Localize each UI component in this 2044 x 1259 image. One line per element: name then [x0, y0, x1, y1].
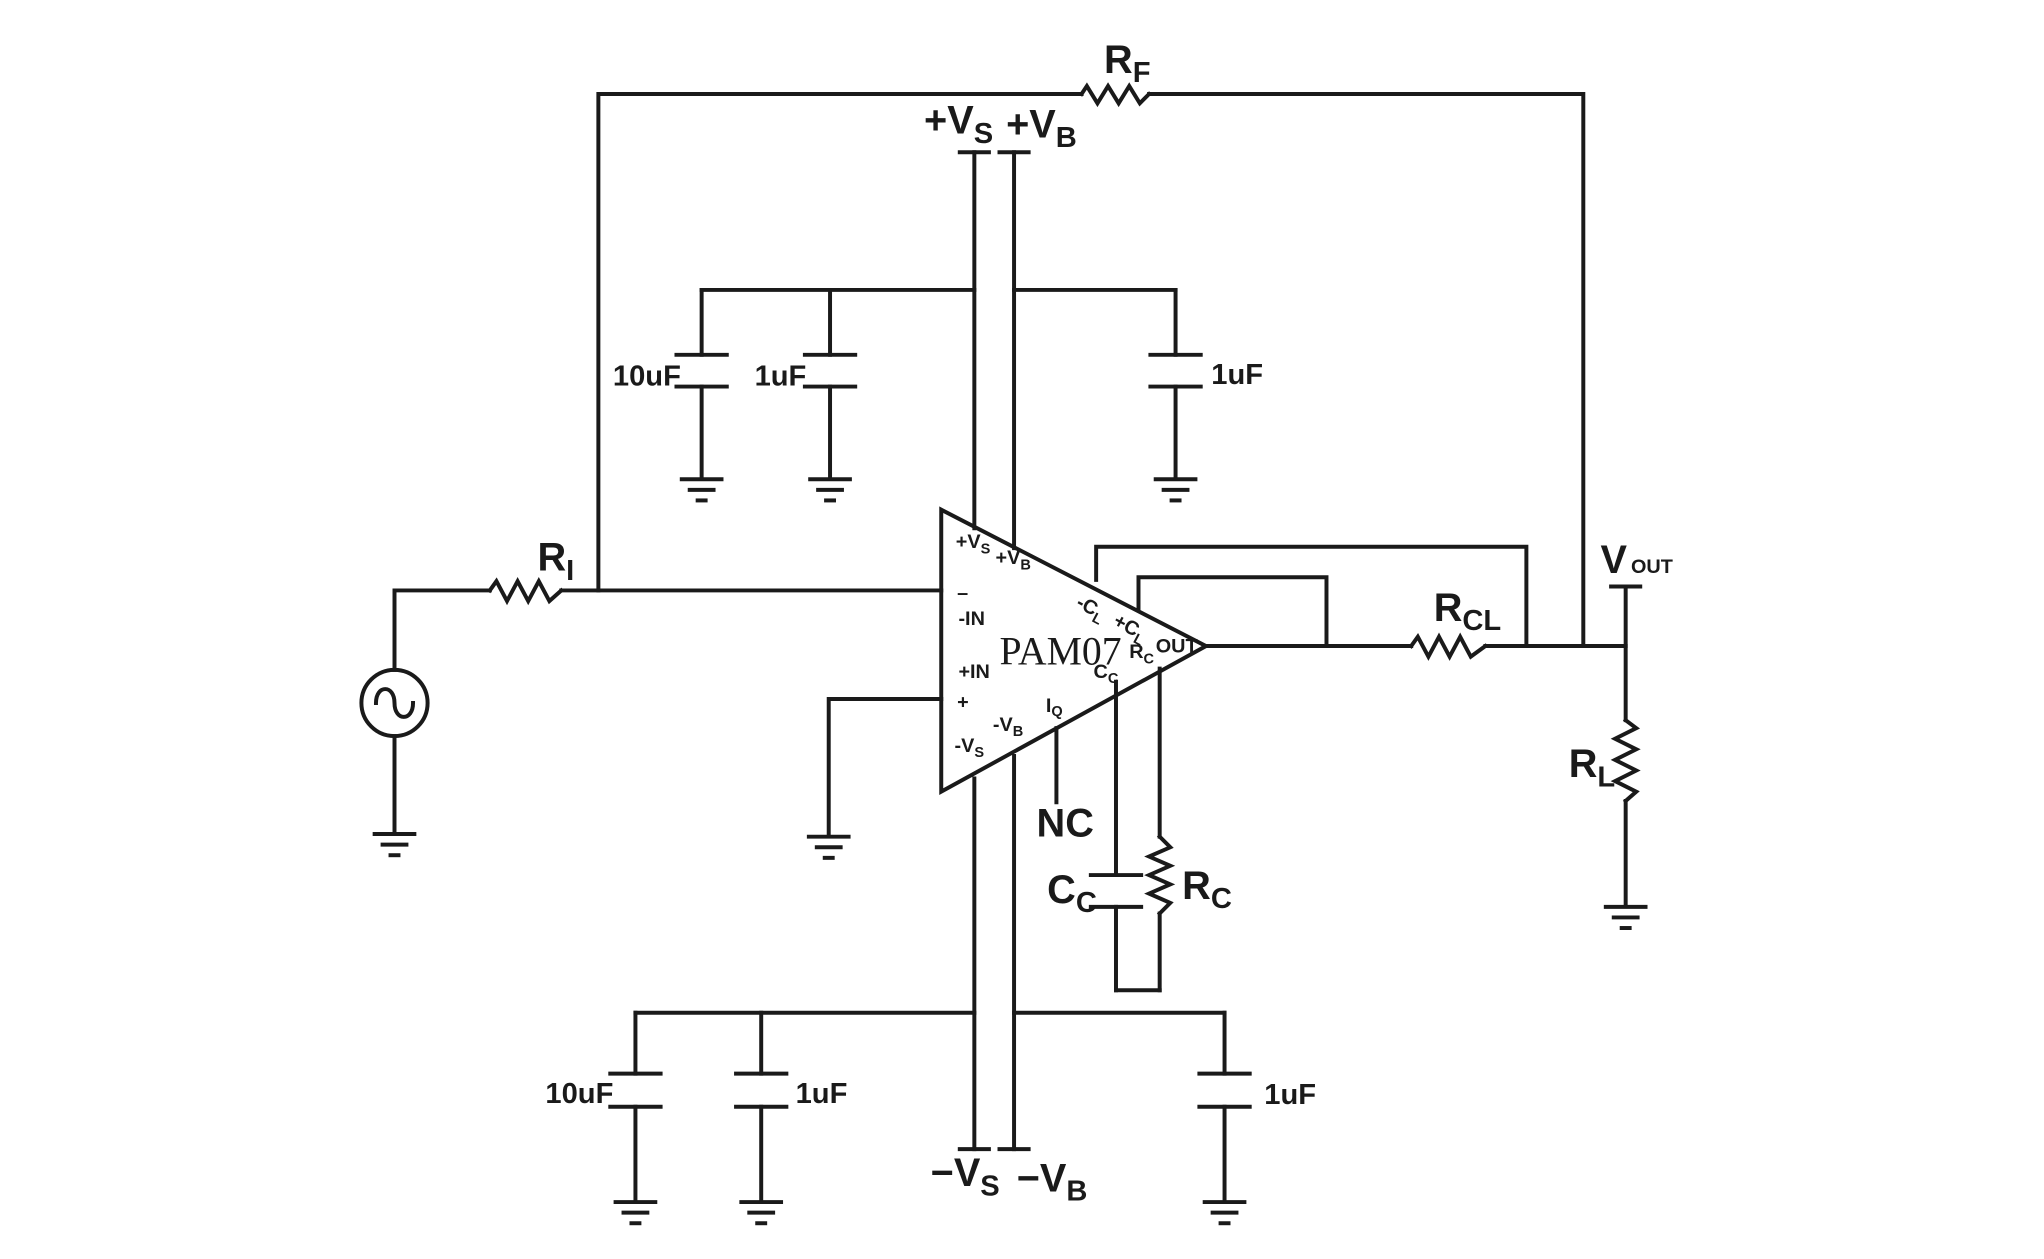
resistor-rf	[1078, 82, 1152, 108]
ground-icon	[679, 477, 724, 503]
pin-label-vs-pos: +VS	[956, 531, 991, 557]
cap-value-bottom-1uf-b: 1uF	[1264, 1079, 1316, 1111]
pin-label-minus: –	[957, 583, 968, 605]
resistor-rcl	[1408, 632, 1489, 661]
cap-value-bottom-1uf-a: 1uF	[796, 1078, 848, 1110]
capacitor-top-1uf-a	[802, 352, 858, 389]
ground-icon	[1202, 1200, 1247, 1226]
ground-icon	[1603, 904, 1648, 931]
capacitor-bottom-1uf-b	[1197, 1071, 1252, 1109]
capacitor-cc	[1088, 873, 1144, 909]
pin-label-iq: IQ	[1046, 695, 1063, 720]
resistor-rc	[1144, 833, 1176, 917]
ground-icon	[806, 834, 851, 860]
ground-icon	[372, 832, 417, 858]
capacitor-bottom-10uf	[608, 1071, 663, 1109]
capacitor-bottom-1uf-a	[734, 1071, 789, 1109]
ground-icon	[613, 1200, 658, 1226]
noninverting-input-ground-wire	[826, 697, 944, 837]
rail-label-vb-top: +VB	[1006, 103, 1077, 154]
pin-label-in-pos: +IN	[958, 661, 989, 683]
feedback-wire-left	[596, 92, 1084, 593]
feedback-wire-right	[1147, 92, 1586, 649]
labels: PAM07 +VS +VB – -IN +IN + -VS -VB IQ -CL…	[537, 38, 1672, 1208]
label-cc: CC	[1047, 868, 1097, 919]
pin-label-vs-neg: -VS	[954, 735, 984, 761]
rail-label-vs-top: +VS	[924, 99, 993, 150]
rail-label-vb-bottom: −VB	[1017, 1156, 1088, 1207]
label-rcl: RCL	[1434, 586, 1501, 637]
rail-label-vs-bottom: −VS	[931, 1151, 1000, 1202]
cap-value-top-1uf-a: 1uF	[755, 360, 807, 392]
chip-name: PAM07	[999, 630, 1121, 674]
ground-icon	[1153, 477, 1198, 503]
pin-label-vb-neg: -VB	[993, 714, 1023, 740]
source-to-ri-wire	[392, 588, 492, 672]
capacitor-top-10uf	[674, 352, 729, 389]
pin-label-cc: CC	[1093, 661, 1118, 687]
pin-label-in-neg: -IN	[958, 608, 984, 630]
pin-label-out: OUT	[1156, 636, 1198, 658]
cap-value-bottom-10uf: 10uF	[545, 1078, 613, 1110]
label-rl: RL	[1569, 742, 1615, 793]
capacitor-top-1uf-b	[1148, 352, 1203, 389]
pin-label-cl-neg: -CL	[1071, 591, 1110, 628]
cl-pos-loop-wire	[1136, 575, 1329, 649]
resistor-rl	[1610, 717, 1641, 804]
components	[359, 82, 1648, 1226]
wires	[392, 92, 1643, 1202]
label-ri: RI	[537, 536, 574, 587]
resistor-ri	[487, 576, 565, 606]
cl-neg-loop-wire	[1094, 544, 1529, 649]
label-nc: NC	[1037, 802, 1094, 846]
pam07-opamp	[939, 506, 1211, 796]
ac-source-icon	[359, 667, 430, 739]
cap-value-top-1uf-b: 1uF	[1211, 359, 1263, 391]
ground-icon	[739, 1200, 784, 1226]
pin-label-rc: RC	[1129, 641, 1154, 667]
label-rf: RF	[1104, 38, 1150, 89]
pin-label-plus: +	[957, 691, 969, 713]
ground-icon	[808, 477, 852, 503]
cap-value-top-10uf: 10uF	[613, 360, 681, 392]
label-rc: RC	[1182, 864, 1232, 915]
pin-label-vb-pos: +VB	[996, 547, 1031, 573]
